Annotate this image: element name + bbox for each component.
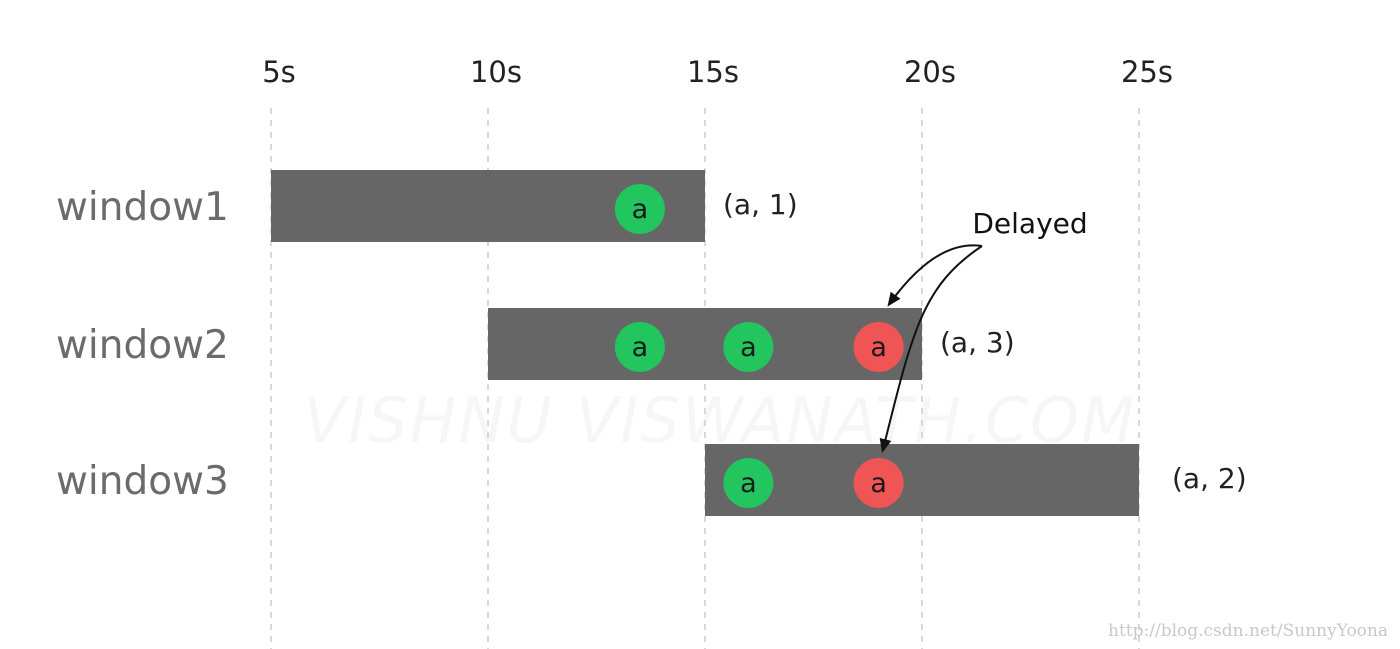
delayed-event-window2: a [853, 322, 904, 372]
event-window2: a [614, 322, 665, 372]
event-dot [723, 322, 774, 372]
window-rows: window1 a (a, 1) window2 a a a (a, 3) window3 a a (… [56, 170, 1247, 516]
event-window1: a [614, 184, 665, 234]
delayed-annotation: Delayed [879, 207, 1088, 453]
window-label: window1 [56, 185, 229, 230]
window-bar [488, 308, 922, 380]
window-label: window2 [56, 323, 229, 368]
event-window2: a [723, 322, 774, 372]
arrow-to-window2 [887, 244, 983, 307]
window-result: (a, 1) [723, 188, 798, 221]
tick-label-20s: 20s [904, 55, 956, 89]
event-label: a [740, 468, 757, 499]
window-row-window1: window1 a (a, 1) [56, 170, 798, 242]
event-dot [614, 322, 665, 372]
window-result: (a, 2) [1172, 462, 1247, 495]
event-label: a [870, 468, 887, 499]
event-label: a [632, 194, 649, 225]
tick-label-15s: 15s [687, 55, 739, 89]
event-label: a [870, 332, 887, 363]
tick-label-10s: 10s [470, 55, 522, 89]
time-axis: 5s 10s 15s 20s 25s [262, 55, 1173, 89]
delayed-event-window3: a [853, 458, 904, 508]
credit-url: http://blog.csdn.net/SunnyYoona [1108, 621, 1388, 641]
window-row-window3: window3 a a (a, 2) [56, 444, 1247, 516]
arrow-to-window3 [879, 245, 983, 453]
delayed-event-dot [853, 458, 904, 508]
window-result: (a, 3) [940, 326, 1015, 359]
tick-label-5s: 5s [262, 55, 296, 89]
event-label: a [632, 332, 649, 363]
delayed-event-dot [853, 322, 904, 372]
window-bar [705, 444, 1139, 516]
event-window3: a [723, 458, 774, 508]
delayed-label: Delayed [972, 207, 1087, 240]
tick-label-25s: 25s [1121, 55, 1173, 89]
event-dot [723, 458, 774, 508]
window-row-window2: window2 a a a (a, 3) [56, 308, 1015, 380]
event-dot [614, 184, 665, 234]
window-label: window3 [56, 459, 229, 504]
event-label: a [740, 332, 757, 363]
